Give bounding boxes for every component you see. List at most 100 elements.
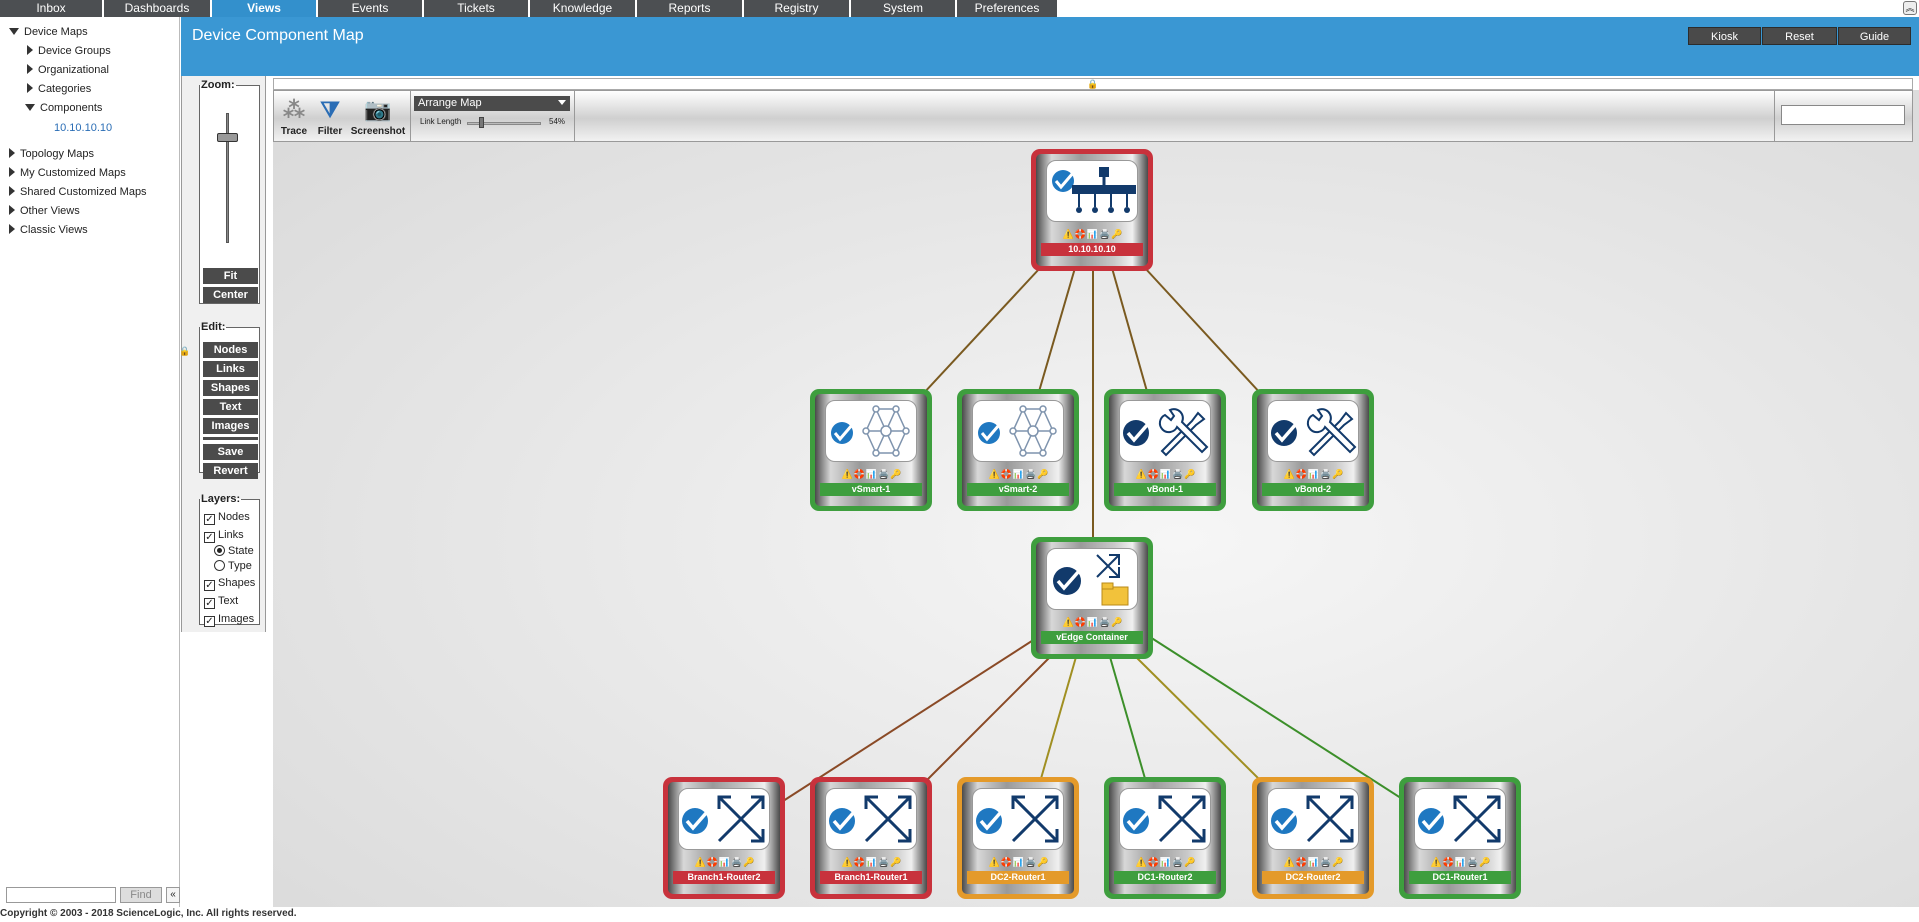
edit-shapes-button[interactable]: Shapes (203, 380, 258, 396)
layer-links-checkbox[interactable]: ✓Links (204, 529, 244, 543)
layer-nodes-checkbox[interactable]: ✓Nodes (204, 511, 250, 525)
map-node-vsmart2[interactable]: ⚠️🛟📊🖨️🔑 vSmart-2 (957, 389, 1079, 511)
map-node-dc1-router2[interactable]: ⚠️🛟📊🖨️🔑 DC1-Router2 (1104, 777, 1226, 899)
panel-lock-icon[interactable]: 🔒 (179, 346, 191, 356)
link-length-label: Link Length (420, 117, 462, 126)
map-node-vedge-container[interactable]: ⚠️🛟📊🖨️🔑 vEdge Container (1031, 537, 1153, 659)
node-label: 10.10.10.10 (1041, 243, 1143, 256)
node-label: Branch1-Router1 (820, 871, 922, 884)
node-label: vBond-1 (1114, 483, 1216, 496)
tree-item-organizational[interactable]: Organizational (27, 64, 109, 76)
tree-item-device-maps[interactable]: Device Maps (9, 26, 88, 38)
page-header: Device Component Map Kiosk Reset Guide (181, 17, 1919, 76)
guide-button[interactable]: Guide (1838, 27, 1911, 45)
arrange-map-select[interactable]: Arrange Map (414, 96, 570, 111)
expanded-icon (9, 28, 19, 35)
center-button[interactable]: Center (203, 287, 258, 303)
tab-system[interactable]: System (851, 0, 956, 17)
filter-label: Filter (317, 126, 343, 137)
tree-item-classic-views[interactable]: Classic Views (9, 224, 88, 236)
tree-item-shared-customized-maps[interactable]: Shared Customized Maps (9, 186, 147, 198)
filter-tool[interactable]: ⧩ Filter (315, 94, 345, 137)
zoom-slider-track[interactable] (226, 113, 229, 243)
map-node-vbond2[interactable]: ⚠️🛟📊🖨️🔑 vBond-2 (1252, 389, 1374, 511)
trace-tool[interactable]: ⁂ Trace (279, 94, 309, 137)
edit-links-button[interactable]: Links (203, 361, 258, 377)
collapsed-icon (27, 45, 33, 55)
tab-preferences[interactable]: Preferences (957, 0, 1058, 17)
map-node-dc2-router1[interactable]: ⚠️🛟📊🖨️🔑 DC2-Router1 (957, 777, 1079, 899)
toolbar-divider (574, 91, 575, 141)
collapsed-icon (27, 83, 33, 93)
screenshot-tool[interactable]: 📷 Screenshot (350, 94, 406, 137)
zoom-slider-handle[interactable] (217, 133, 238, 142)
link-length-slider[interactable] (467, 122, 541, 125)
tab-dashboards[interactable]: Dashboards (104, 0, 211, 17)
reset-button[interactable]: Reset (1762, 27, 1837, 45)
dropdown-caret-icon (558, 100, 566, 105)
node-label: DC1-Router1 (1409, 871, 1511, 884)
tab-registry[interactable]: Registry (744, 0, 850, 17)
kiosk-button[interactable]: Kiosk (1688, 27, 1761, 45)
node-status-icons: ⚠️🛟📊🖨️🔑 (1430, 857, 1492, 867)
map-node-dc1-router1[interactable]: ⚠️🛟📊🖨️🔑 DC1-Router1 (1399, 777, 1521, 899)
fit-button[interactable]: Fit (203, 268, 258, 284)
node-status-icons: ⚠️🛟📊🖨️🔑 (694, 857, 756, 867)
edit-images-button[interactable]: Images (203, 418, 258, 434)
tab-events[interactable]: Events (318, 0, 423, 17)
edit-text-button[interactable]: Text (203, 399, 258, 415)
layer-type-radio[interactable]: Type (214, 560, 252, 572)
revert-button[interactable]: Revert (203, 463, 258, 479)
map-node-dc2-router2[interactable]: ⚠️🛟📊🖨️🔑 DC2-Router2 (1252, 777, 1374, 899)
link-length-slider-handle[interactable] (479, 117, 484, 128)
wrench-screwdriver-icon (1119, 400, 1211, 462)
node-status-icons: ⚠️🛟📊🖨️🔑 (1062, 229, 1124, 239)
node-status-icons: ⚠️🛟📊🖨️🔑 (1283, 469, 1345, 479)
wrench-screwdriver-icon (1267, 400, 1359, 462)
map-node-root[interactable]: ⚠️🛟📊🖨️🔑 10.10.10.10 (1031, 149, 1153, 271)
tree-item-component-ip[interactable]: 10.10.10.10 (54, 122, 113, 134)
tree-item-other-views[interactable]: Other Views (9, 205, 80, 217)
tab-tickets[interactable]: Tickets (424, 0, 529, 17)
node-status-icons: ⚠️🛟📊🖨️🔑 (1135, 469, 1197, 479)
tree-item-device-groups[interactable]: Device Groups (27, 45, 111, 57)
tree-item-components[interactable]: Components (25, 102, 102, 114)
collapsed-icon (27, 64, 33, 74)
trace-label: Trace (280, 126, 308, 137)
tree-item-my-customized-maps[interactable]: My Customized Maps (9, 167, 126, 179)
tree-item-topology-maps[interactable]: Topology Maps (9, 148, 94, 160)
toolbar-divider (410, 91, 411, 141)
tab-knowledge[interactable]: Knowledge (530, 0, 636, 17)
map-node-vbond1[interactable]: ⚠️🛟📊🖨️🔑 vBond-1 (1104, 389, 1226, 511)
map-node-vsmart1[interactable]: ⚠️🛟📊🖨️🔑 vSmart-1 (810, 389, 932, 511)
router-arrows-icon (1414, 788, 1506, 850)
tab-inbox[interactable]: Inbox (0, 0, 103, 17)
divider (203, 437, 258, 440)
layer-shapes-checkbox[interactable]: ✓Shapes (204, 577, 256, 591)
collapse-header-icon[interactable]: ︽ (1903, 1, 1917, 15)
layer-state-radio[interactable]: State (214, 545, 254, 557)
node-status-icons: ⚠️🛟📊🖨️🔑 (1283, 857, 1345, 867)
camera-icon: 📷 (364, 97, 392, 122)
find-button[interactable]: Find (120, 887, 162, 903)
expanded-icon (25, 104, 35, 111)
top-nav: Inbox Dashboards Views Events Tickets Kn… (0, 0, 1919, 17)
collapse-sidebar-icon[interactable]: « (166, 887, 180, 903)
tab-reports[interactable]: Reports (637, 0, 743, 17)
node-label: Branch1-Router2 (673, 871, 775, 884)
map-lock-bar[interactable]: 🔒 (273, 78, 1913, 90)
map-node-branch1-router2[interactable]: ⚠️🛟📊🖨️🔑 Branch1-Router2 (663, 777, 785, 899)
save-button[interactable]: Save (203, 444, 258, 460)
trace-icon: ⁂ (282, 97, 306, 122)
edit-nodes-button[interactable]: Nodes (203, 342, 258, 358)
tab-views[interactable]: Views (212, 0, 317, 17)
find-input[interactable] (6, 887, 116, 903)
tree-item-categories[interactable]: Categories (27, 83, 91, 95)
map-search-input[interactable] (1781, 105, 1905, 125)
layer-text-checkbox[interactable]: ✓Text (204, 595, 239, 609)
map-node-branch1-router1[interactable]: ⚠️🛟📊🖨️🔑 Branch1-Router1 (810, 777, 932, 899)
checked-icon: ✓ (204, 580, 215, 591)
layer-images-checkbox[interactable]: ✓Images (204, 613, 255, 627)
network-hierarchy-icon (1046, 160, 1138, 222)
collapsed-icon (9, 167, 15, 177)
